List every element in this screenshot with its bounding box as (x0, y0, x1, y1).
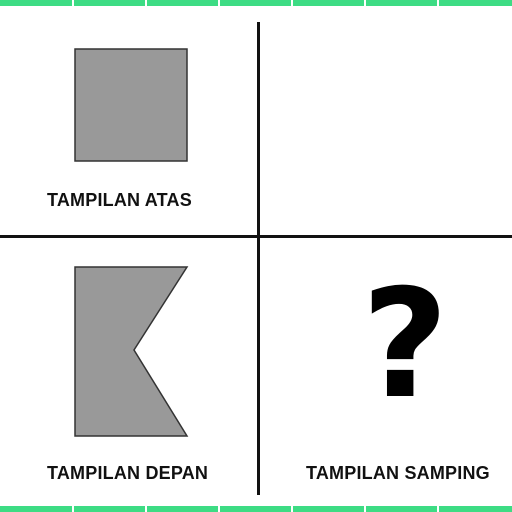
vertical-divider (257, 22, 260, 495)
top-view-label: TAMPILAN ATAS (47, 190, 192, 210)
question-mark-icon: ? (361, 258, 449, 432)
top-border-segments (0, 0, 512, 6)
side-view-label: TAMPILAN SAMPING (306, 463, 490, 483)
top-border-strip (0, 0, 512, 6)
bottom-border-strip (0, 506, 512, 512)
top-view-square (74, 48, 188, 162)
horizontal-divider (0, 235, 512, 238)
bottom-border-segments (0, 506, 512, 512)
front-view-notched-shape (74, 266, 189, 437)
front-view-label: TAMPILAN DEPAN (47, 463, 209, 483)
